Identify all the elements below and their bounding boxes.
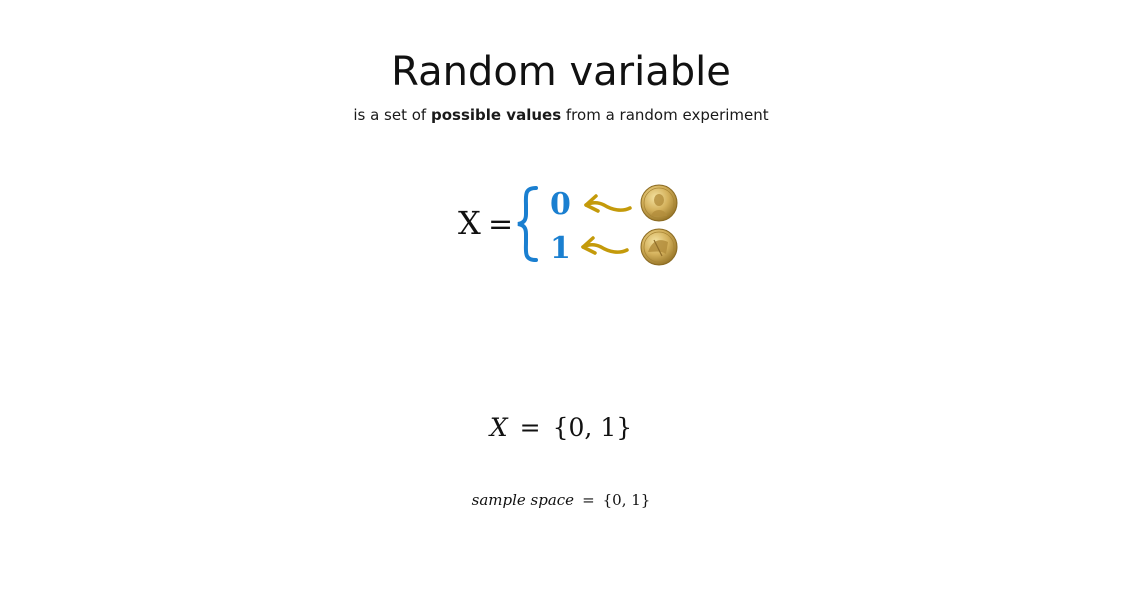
subtitle-emphasis: possible values	[430, 106, 562, 124]
random-variable-formula: X = {0, 1}	[0, 410, 1122, 446]
formula-equals: =	[519, 413, 541, 442]
coin-tails-icon	[640, 228, 678, 266]
sample-space-set: {0, 1}	[602, 491, 651, 509]
formula-set: {0, 1}	[552, 413, 633, 442]
arrow-left-icon	[581, 236, 629, 255]
formula-variable: X	[489, 413, 508, 442]
slide-subtitle: is a set of possible values from a rando…	[0, 105, 1122, 125]
subtitle-prefix: is a set of	[353, 106, 431, 124]
outcome-value-1: 1	[550, 231, 571, 266]
outcome-value-0: 0	[550, 187, 571, 222]
curly-brace	[517, 186, 538, 262]
sample-space-label: sample space	[471, 491, 575, 509]
slide-title: Random variable	[391, 49, 731, 95]
coin-heads-icon	[640, 184, 678, 222]
sample-space-equals: =	[582, 491, 595, 509]
subtitle-suffix: from a random experiment	[561, 106, 769, 124]
arrow-left-icon	[584, 194, 632, 213]
random-variable-diagram: X = 0 1	[440, 170, 700, 280]
variable-label: X	[458, 204, 481, 242]
equals-sign: =	[488, 207, 513, 242]
sample-space-formula: sample space = {0, 1}	[0, 489, 1122, 511]
